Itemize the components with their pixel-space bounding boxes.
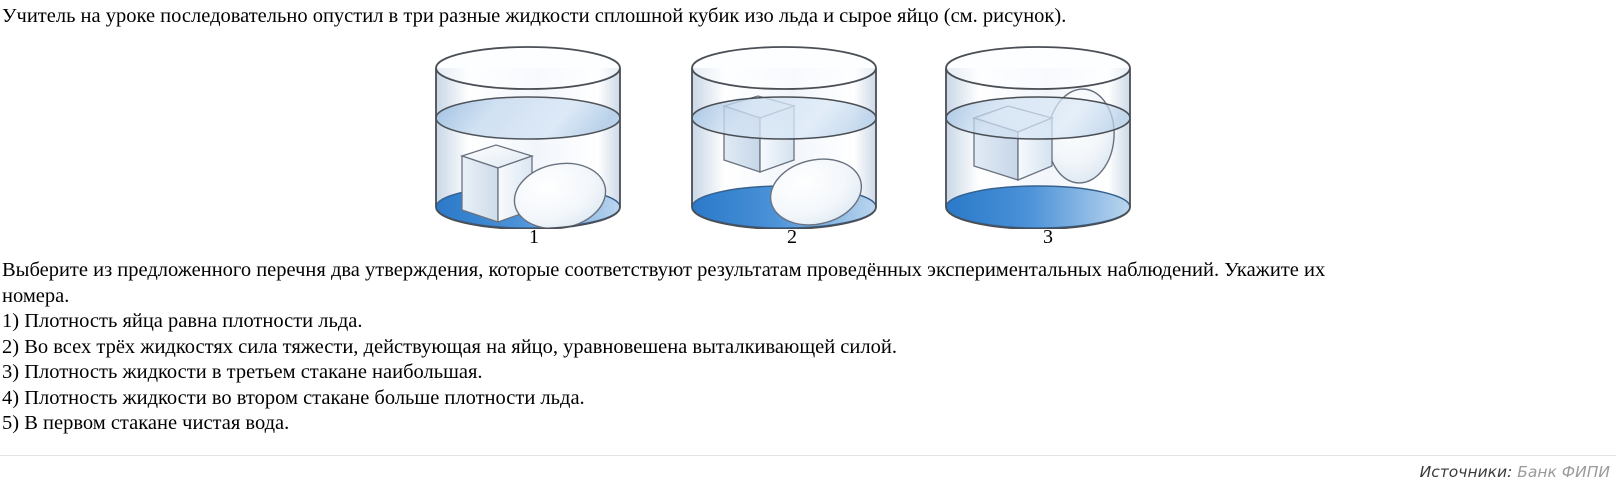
liquid-surface — [435, 96, 621, 140]
source-value: Банк ФИПИ — [1517, 463, 1610, 481]
question-prompt: Выберите из предложенного перечня два ут… — [2, 258, 1614, 309]
beaker-1-label: 1 — [529, 226, 539, 248]
liquid-surface — [945, 96, 1131, 140]
answer-option-2[interactable]: 2) Во всех трёх жидкостях сила тяжести, … — [2, 335, 897, 358]
glass-outline — [691, 68, 877, 229]
egg-2 — [769, 158, 863, 226]
beaker-2: 2 — [684, 44, 884, 254]
source-attribution: Источники: Банк ФИПИ — [1420, 462, 1610, 482]
answer-option-4[interactable]: 4) Плотность жидкости во втором стакане … — [2, 386, 585, 409]
glass-rim — [691, 46, 877, 90]
beaker-2-illustration — [691, 46, 877, 229]
answer-option-3[interactable]: 3) Плотность жидкости в третьем стакане … — [2, 361, 483, 383]
prompt-line-2: номера. — [2, 284, 70, 307]
beaker-3-illustration — [945, 46, 1131, 229]
beaker-3-label: 3 — [1043, 226, 1053, 248]
liquid-bottom — [945, 185, 1131, 229]
answer-option-1[interactable]: 1) Плотность яйца равна плотности льда. — [2, 310, 363, 332]
glass-rim — [945, 46, 1131, 90]
beaker-2-label: 2 — [787, 226, 797, 248]
prompt-line-1: Выберите из предложенного перечня два ут… — [2, 259, 1326, 281]
source-label: Источники: — [1419, 463, 1513, 481]
footer-divider — [0, 455, 1616, 456]
glass-outline — [945, 68, 1131, 229]
beaker-3: 3 — [938, 44, 1138, 254]
question-intro-text: Учитель на уроке последовательно опустил… — [2, 5, 1067, 27]
answer-options-list: 1) Плотность яйца равна плотности льда. … — [2, 309, 1614, 437]
experiment-figure: 1 — [0, 44, 1616, 254]
liquid-surface — [691, 96, 877, 140]
glass-outline — [435, 68, 621, 229]
answer-option-5[interactable]: 5) В первом стакане чистая вода. — [2, 412, 290, 434]
beaker-1-illustration — [435, 46, 621, 229]
beaker-1: 1 — [428, 44, 628, 254]
glass-rim — [435, 46, 621, 90]
